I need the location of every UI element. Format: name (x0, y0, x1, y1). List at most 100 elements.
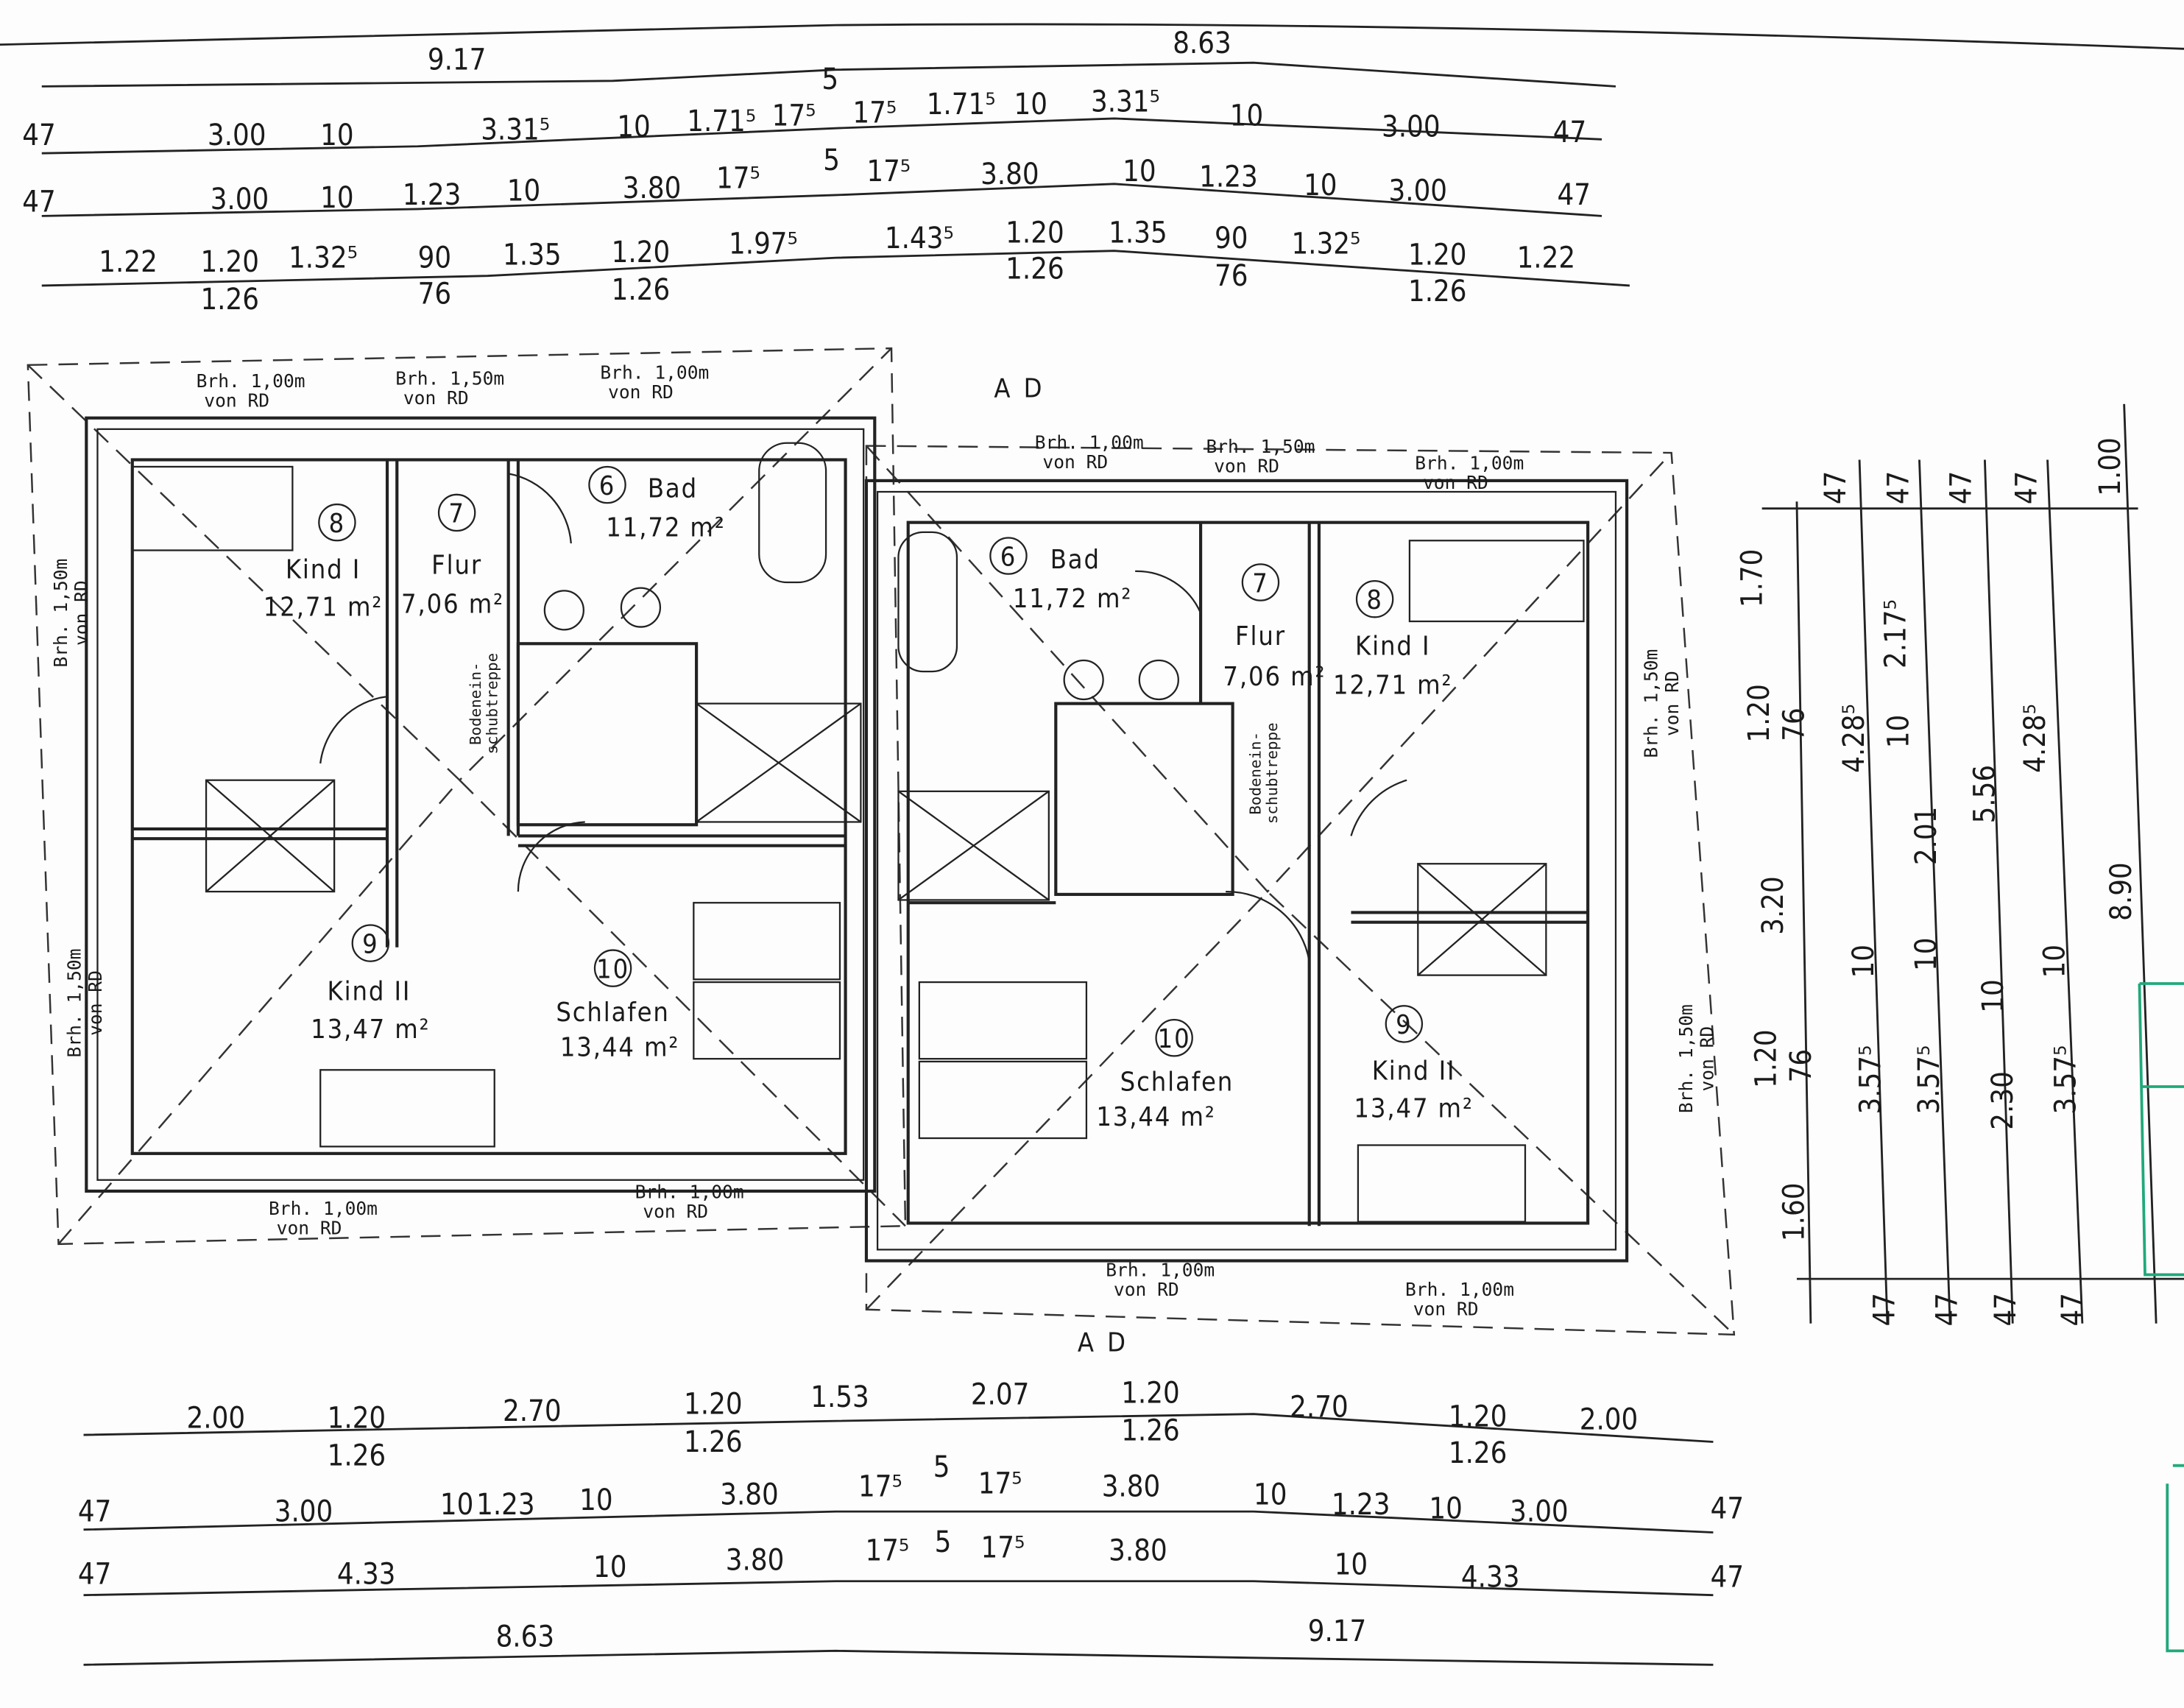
room-area: 13,47 m² (311, 1014, 430, 1045)
dimension-label: 3.57⁵ (1853, 1045, 1887, 1115)
room-name: Schlafen (556, 998, 670, 1028)
dimension-label: 76 (1215, 259, 1248, 293)
room-number-circle (989, 537, 1028, 575)
dimension-label: 1.20 (1006, 216, 1064, 250)
dimension-label: 3.00 (208, 119, 266, 152)
window-sill-height: Brh. 1,50m (50, 559, 71, 668)
room-name: Kind II (1372, 1056, 1456, 1087)
window-sill-height: Brh. 1,00m (197, 370, 305, 392)
dimension-label: 47 (1867, 1293, 1901, 1326)
dimension-label: 1.23 (1199, 160, 1258, 194)
room-name: Flur (431, 551, 482, 581)
attic-stair-label: Bodenein- (467, 662, 484, 745)
window-reference: von RD (1042, 451, 1108, 473)
room-number: 9 (1396, 1010, 1412, 1040)
room-name: Kind II (328, 977, 411, 1007)
window-sill-height: Brh. 1,50m (1675, 1004, 1697, 1113)
dimension-label: 1.00 (2093, 437, 2127, 496)
room-number-circle (1355, 579, 1394, 618)
dimension-label: 1.71⁵ (687, 105, 756, 138)
dimension-label: 17⁵ (858, 1469, 902, 1503)
window-sill-height: Brh. 1,50m (395, 367, 504, 389)
dimension-label: 1.26 (1408, 275, 1467, 308)
window-sill-height: Brh. 1,00m (1035, 431, 1144, 453)
section-marker-label: D (1107, 1328, 1127, 1358)
room-name: Flur (1235, 621, 1286, 652)
dimension-label: 8.63 (496, 1620, 555, 1654)
room-number: 9 (362, 929, 378, 959)
dimension-label: 10 (440, 1488, 473, 1522)
dimension-label: 4.28⁵ (2018, 704, 2052, 773)
dimension-label: 3.57⁵ (1912, 1045, 1946, 1115)
window-reference: von RD (1114, 1279, 1179, 1300)
dimension-label: 10 (320, 119, 353, 152)
room-number-circle (588, 465, 626, 504)
dimension-label: 3.57⁵ (2049, 1045, 2082, 1115)
dimension-label: 3.80 (1102, 1469, 1161, 1503)
dimension-label: 1.26 (328, 1439, 386, 1473)
dimension-label: 10 (1123, 155, 1156, 188)
dimension-label: 1.97⁵ (729, 227, 798, 261)
dimension-label: 17⁵ (852, 96, 897, 130)
window-reference: von RD (277, 1218, 342, 1239)
dimension-label: 47 (22, 119, 55, 152)
dimension-label: 4.28⁵ (1837, 704, 1871, 773)
dimension-label: 9.17 (1308, 1615, 1367, 1648)
window-reference: von RD (1696, 1026, 1717, 1092)
dimension-label: 47 (1711, 1492, 1744, 1526)
dimension-label: 1.71⁵ (927, 88, 996, 121)
dimension-label: 3.20 (1756, 876, 1790, 935)
dimension-label: 47 (2056, 1293, 2090, 1326)
dimension-label: 1.32⁵ (289, 241, 358, 275)
dimension-label: 2.01 (1909, 807, 1943, 866)
window-reference: von RD (204, 390, 269, 412)
room-area: 7,06 m² (401, 590, 504, 620)
dimension-label: 3.80 (623, 172, 682, 205)
window-sill-height: Brh. 1,00m (600, 362, 709, 384)
room-name: Schlafen (1120, 1068, 1234, 1098)
room-number-circle (1241, 563, 1280, 601)
dimension-label: 1.53 (810, 1380, 869, 1414)
room-number: 10 (596, 954, 629, 984)
dimension-label: 1.35 (503, 239, 562, 272)
dimension-label: 10 (1909, 938, 1943, 971)
window-sill-height: Brh. 1,00m (1106, 1259, 1215, 1280)
dimension-label: 1.26 (1449, 1436, 1508, 1470)
dimension-label: 8.90 (2105, 862, 2138, 921)
room-name: Bad (648, 474, 698, 504)
window-sill-height: Brh. 1,00m (1405, 1279, 1514, 1300)
dimension-label: 47 (1989, 1293, 2023, 1326)
dimension-label: 5.56 (1968, 765, 2002, 824)
room-number: 8 (1366, 585, 1382, 615)
dimension-label: 2.17⁵ (1879, 599, 1913, 668)
window-reference: von RD (1413, 1298, 1479, 1319)
dimension-label: 10 (1429, 1492, 1462, 1526)
annotations: Bodenein-schubtreppeBodenein-schubtreppe… (467, 373, 1281, 1358)
window-reference: von RD (85, 970, 106, 1036)
dimension-label: 47 (1557, 178, 1590, 212)
dimension-label: 2.07 (971, 1377, 1030, 1411)
dimension-label: 3.00 (1510, 1494, 1569, 1528)
room-area: 7,06 m² (1223, 662, 1326, 692)
dimension-label: 10 (1230, 99, 1263, 133)
dimension-label: 10 (2038, 945, 2071, 978)
dimension-label: 1.70 (1736, 549, 1770, 608)
dimension-label: 47 (1881, 471, 1915, 504)
room-number: 6 (599, 471, 615, 501)
dimension-label: 10 (1881, 715, 1915, 748)
dimension-label: 47 (78, 1494, 111, 1528)
dimension-label: 1.20 (1750, 1029, 1784, 1088)
dimension-label: 1.60 (1777, 1183, 1811, 1242)
window-sill-height: Brh. 1,00m (269, 1198, 378, 1219)
dimension-label: 17⁵ (772, 99, 816, 133)
dimension-label: 3.80 (726, 1544, 785, 1578)
dimension-label: 1.20 (200, 245, 259, 279)
section-marker-label: D (1024, 373, 1044, 403)
dimension-label: 47 (1819, 471, 1853, 504)
dimension-label: 1.26 (684, 1425, 743, 1459)
dimension-label: 76 (418, 278, 451, 311)
window-reference: von RD (71, 580, 92, 646)
dimension-label: 17⁵ (866, 155, 911, 188)
